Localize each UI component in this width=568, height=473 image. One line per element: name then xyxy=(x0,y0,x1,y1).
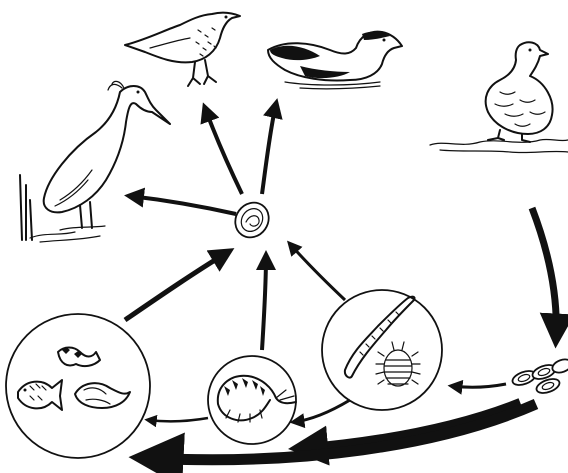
arrow-worm-to-cyst xyxy=(290,244,345,300)
arrow-eggs-to-worm xyxy=(452,384,506,387)
arrow-cyst-to-egret xyxy=(130,196,236,214)
arrow-worm-to-amphipod xyxy=(294,400,350,422)
thrush-bird-icon xyxy=(125,13,240,86)
swimming-duck-icon xyxy=(268,32,402,89)
arrow-fish-to-cyst xyxy=(125,252,228,320)
worm-and-isopod-icon xyxy=(322,290,442,410)
fish-and-tadpole-icon xyxy=(6,314,150,458)
parasite-cyst-icon xyxy=(229,196,276,244)
arrows xyxy=(125,104,556,460)
arrow-cyst-to-thrush xyxy=(205,108,242,194)
arrow-amphipod-to-fish xyxy=(148,418,208,421)
arrow-amphipod-to-cyst xyxy=(262,256,266,350)
egret-bird-icon xyxy=(20,81,170,242)
arrow-cyst-to-eider xyxy=(262,104,276,194)
arrow-eggs-to-fish xyxy=(145,404,536,460)
arrow-mallard-to-eggs xyxy=(532,208,556,338)
parasite-eggs-icon xyxy=(511,357,568,396)
standing-duck-icon xyxy=(430,42,568,152)
amphipod-shrimp-icon xyxy=(208,356,296,444)
